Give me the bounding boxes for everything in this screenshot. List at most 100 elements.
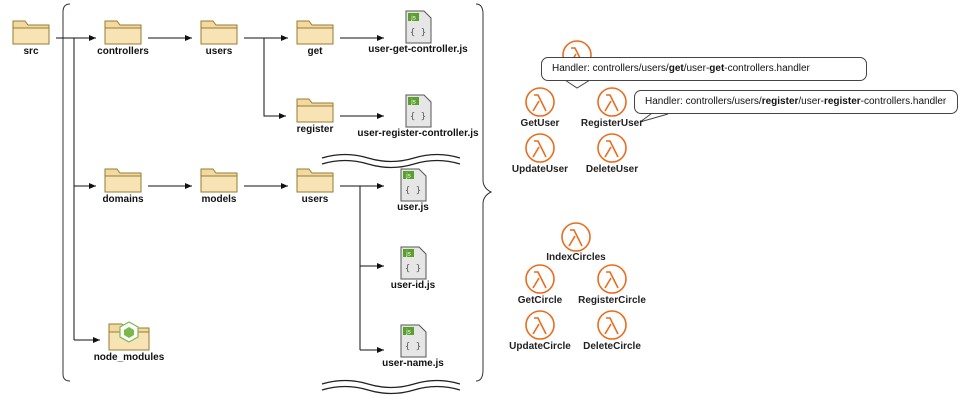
callout-bold-path: get <box>668 63 684 74</box>
tree-connectors <box>56 35 384 353</box>
lambda-group-circles <box>525 222 627 340</box>
lambda-getcircle[interactable]: GetCircle <box>480 294 600 307</box>
js-file-icon: js { } <box>400 324 427 358</box>
js-badge: js <box>405 251 411 258</box>
folder-model-users[interactable]: users <box>260 164 370 206</box>
lambda-label: DeleteCircle <box>583 341 641 352</box>
folder-src[interactable]: src <box>0 16 86 58</box>
folder-label: register <box>296 124 334 135</box>
callout-prefix: Handler: controllers/users/ <box>645 96 762 107</box>
callout-mid: /user- <box>683 63 710 74</box>
lambda-registeruser[interactable]: RegisterUser <box>552 117 672 130</box>
lambda-icon <box>525 264 555 294</box>
js-badge: js <box>410 15 416 22</box>
folder-label: domains <box>102 194 144 205</box>
folder-label: models <box>201 194 237 205</box>
lambda-registercircle[interactable]: RegisterCircle <box>552 294 672 307</box>
lambda-label: UpdateCircle <box>509 341 571 352</box>
folder-label: get <box>307 46 323 57</box>
callout-bold-path: register <box>761 96 799 107</box>
file-glyph: { } <box>410 112 426 122</box>
lambda-updateuser[interactable]: UpdateUser <box>480 163 600 176</box>
folder-icon <box>104 168 142 193</box>
left-brace <box>62 3 71 382</box>
file-label: user.js <box>397 202 429 213</box>
lambda-icon <box>597 133 627 163</box>
folder-domains[interactable]: domains <box>68 164 178 206</box>
folder-icon <box>296 98 334 123</box>
lambda-updatecircle[interactable]: UpdateCircle <box>480 340 600 353</box>
callout-suffix: -controllers.handler <box>860 96 947 107</box>
lambda-icon <box>597 264 627 294</box>
file-glyph: { } <box>410 28 426 38</box>
callout-suffix: -controllers.handler <box>724 63 810 74</box>
folder-icon <box>200 168 238 193</box>
file-label: user-get-controller.js <box>368 44 468 55</box>
lambda-icon <box>597 87 627 117</box>
node-modules-folder-icon <box>108 321 150 351</box>
folder-icon <box>12 20 50 45</box>
js-badge: js <box>405 329 411 336</box>
wave-break-bottom <box>321 379 461 395</box>
folder-models[interactable]: models <box>164 164 274 206</box>
folder-label: controllers <box>97 46 149 57</box>
lambda-icon <box>561 222 591 252</box>
folder-icon <box>104 20 142 45</box>
handler-callout-register: Handler: controllers/users/register/user… <box>634 90 958 114</box>
lambda-label: GetUser <box>520 118 560 129</box>
lambda-label: GetCircle <box>517 295 563 306</box>
lambda-label: RegisterUser <box>580 118 644 129</box>
lambda-icon <box>525 310 555 340</box>
lambda-getuser[interactable]: GetUser <box>480 117 600 130</box>
lambda-indexcircles[interactable]: IndexCircles <box>516 251 636 264</box>
folder-label: node_modules <box>93 352 165 363</box>
js-file-icon: js { } <box>405 94 432 128</box>
file-label: user-register-controller.js <box>357 128 479 139</box>
lambda-icon <box>597 310 627 340</box>
js-badge: js <box>410 99 416 106</box>
file-user-id-js[interactable]: js { } user-id.js <box>358 246 468 292</box>
folder-icon <box>296 20 334 45</box>
file-user-name-js[interactable]: js { } user-name.js <box>358 324 468 370</box>
lambda-label: RegisterCircle <box>578 295 646 306</box>
folder-get[interactable]: get <box>260 16 370 58</box>
folder-label: users <box>205 46 233 57</box>
js-file-icon: js { } <box>405 10 432 44</box>
callout-bold-name: get <box>709 63 725 74</box>
file-user-register-controller[interactable]: js { } user-register-controller.js <box>343 94 493 140</box>
lambda-icon <box>525 133 555 163</box>
lambda-deletecircle[interactable]: DeleteCircle <box>552 340 672 353</box>
handler-callout-get: Handler: controllers/users/get/user-get-… <box>541 57 867 81</box>
lambda-icon <box>525 87 555 117</box>
callout-bold-name: register <box>823 96 861 107</box>
folder-label: src <box>23 46 39 57</box>
file-label: user-name.js <box>382 358 444 369</box>
file-glyph: { } <box>405 264 421 274</box>
lambda-label: UpdateUser <box>511 164 569 175</box>
folder-register[interactable]: register <box>260 94 370 136</box>
folder-controllers[interactable]: controllers <box>68 16 178 58</box>
folder-icon <box>296 168 334 193</box>
folder-icon <box>200 20 238 45</box>
js-file-icon: js { } <box>400 168 427 202</box>
folder-label: users <box>301 194 329 205</box>
file-glyph: { } <box>405 342 421 352</box>
right-brace <box>475 3 493 382</box>
file-glyph: { } <box>405 186 421 196</box>
lambda-label: IndexCircles <box>546 252 606 263</box>
callout-mid: /user- <box>798 96 824 107</box>
js-badge: js <box>405 173 411 180</box>
lambda-label: DeleteUser <box>585 164 639 175</box>
lambda-deleteuser[interactable]: DeleteUser <box>552 163 672 176</box>
callout-prefix: Handler: controllers/users/ <box>552 63 669 74</box>
file-user-get-controller[interactable]: js { } user-get-controller.js <box>358 10 478 56</box>
lambda-group-users <box>525 40 627 163</box>
js-file-icon: js { } <box>400 246 427 280</box>
callout-get-pointer <box>564 79 591 89</box>
folder-users[interactable]: users <box>164 16 274 58</box>
file-label: user-id.js <box>390 280 436 291</box>
folder-node-modules[interactable]: node_modules <box>74 318 184 364</box>
wave-break-top <box>321 153 461 169</box>
file-user-js[interactable]: js { } user.js <box>358 168 468 214</box>
